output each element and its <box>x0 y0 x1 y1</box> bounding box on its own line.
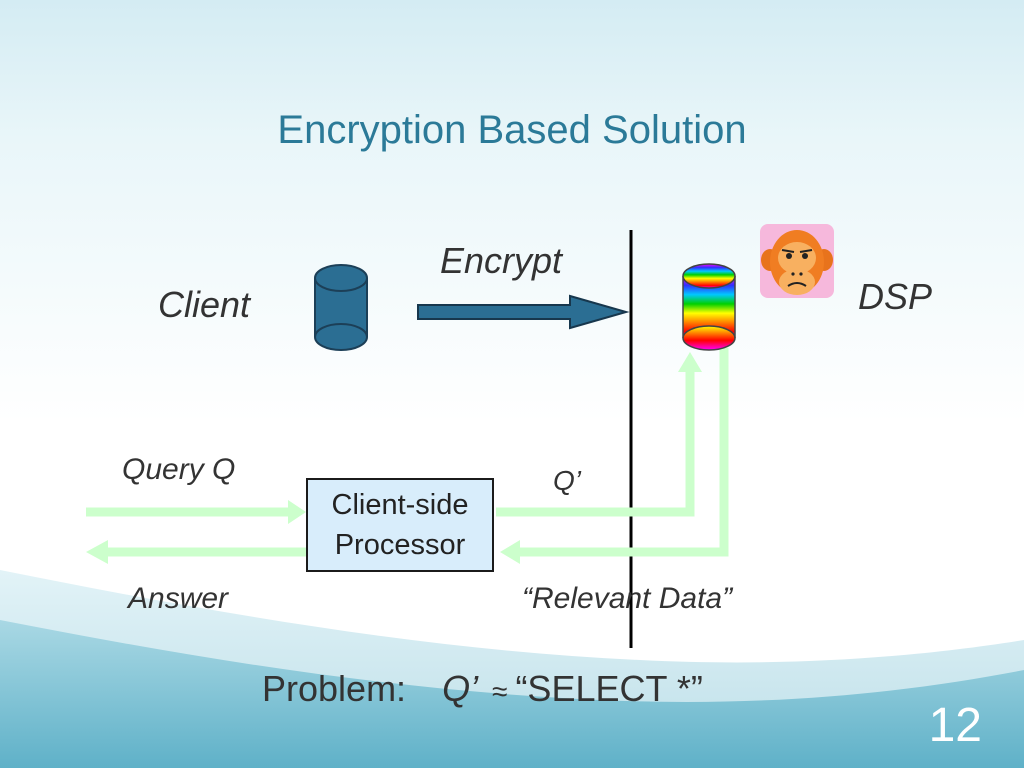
problem-prefix: Problem: <box>262 668 407 709</box>
q-prime-arrow-line <box>496 372 695 517</box>
client-database-icon <box>314 264 368 351</box>
processor-line-2: Processor <box>334 529 466 561</box>
processor-line-1: Client-side <box>331 489 469 521</box>
dsp-database-icon <box>682 263 736 351</box>
relevant-data-arrow-line <box>520 348 729 557</box>
answer-label: Answer <box>128 582 229 615</box>
answer-arrowhead <box>86 540 108 564</box>
flow-arrows <box>86 348 729 557</box>
monkey-face-icon <box>760 224 834 298</box>
approx-symbol: ≈ <box>492 676 508 707</box>
query-arrowhead <box>288 500 306 524</box>
page-number: 12 <box>928 699 982 752</box>
client-side-processor-box: Client-side Processor <box>306 478 494 572</box>
encrypt-arrow <box>417 294 630 330</box>
problem-statement: Problem: Q’ ≈“SELECT *” <box>262 668 703 710</box>
dsp-label: DSP <box>858 276 933 317</box>
slide-title: Encryption Based Solution <box>277 108 747 152</box>
q-prime-arrowhead <box>678 352 702 372</box>
relevant-data-arrowhead <box>500 540 520 564</box>
encrypt-label: Encrypt <box>440 240 563 281</box>
relevant-data-label: “Relevant Data” <box>522 582 733 615</box>
q-prime-label: Q’ <box>553 465 581 496</box>
problem-q-prime: Q’ <box>442 668 479 709</box>
query-label: Query Q <box>122 453 236 486</box>
client-label: Client <box>158 284 251 325</box>
select-star: “SELECT *” <box>515 668 703 709</box>
